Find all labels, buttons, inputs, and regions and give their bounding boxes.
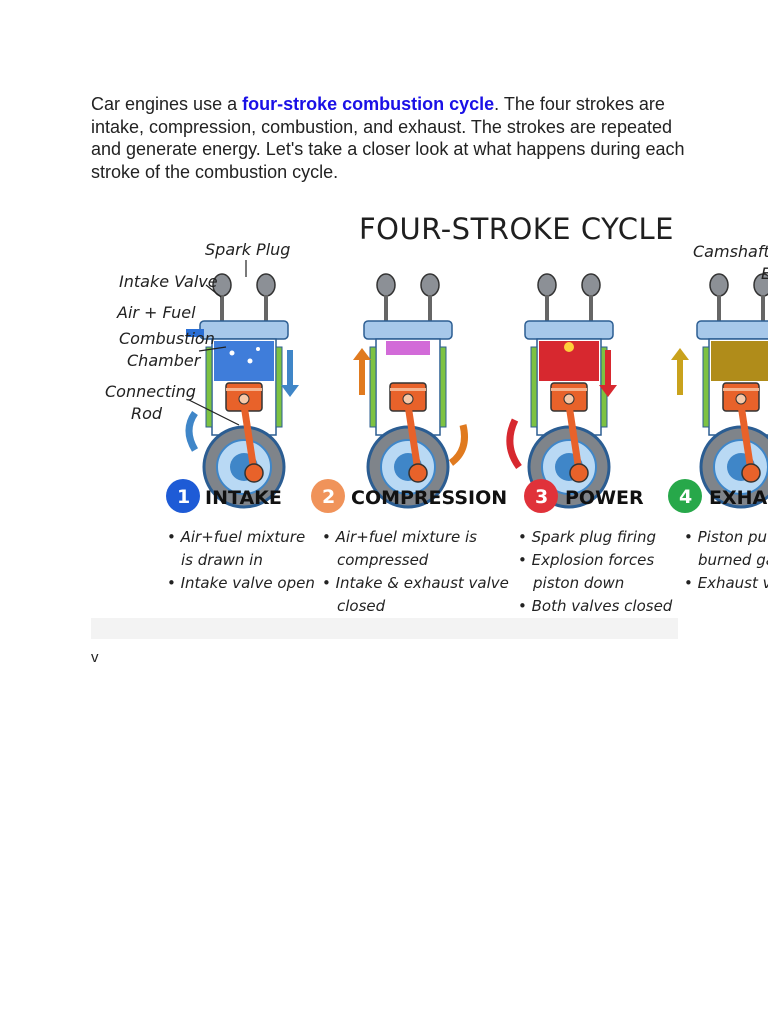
svg-text:• Spark plug firing: • Spark plug firing: [518, 528, 656, 546]
rotation-arrow-icon: [506, 418, 522, 470]
compression-bullets: • Air+fuel mixture is compressed • Intak…: [322, 528, 509, 615]
label-camshaft: Camshaft: [693, 242, 768, 261]
intake-engine: [186, 274, 288, 507]
svg-text:compressed: compressed: [337, 551, 429, 569]
stray-text: v: [91, 649, 99, 666]
up-arrow-icon: [353, 348, 371, 395]
label-connecting-line2: Rod: [131, 404, 163, 423]
label-connecting-line1: Connecting: [105, 382, 196, 401]
svg-text:2: 2: [322, 486, 335, 508]
svg-text:3: 3: [535, 486, 548, 508]
svg-text:• Piston pu: • Piston pu: [684, 528, 767, 546]
svg-text:piston down: piston down: [532, 574, 624, 592]
intake-bullets: • Air+fuel mixture is drawn in • Intake …: [167, 528, 315, 592]
label-combustion-line1: Combustion: [119, 329, 215, 348]
svg-text:POWER: POWER: [565, 487, 644, 509]
svg-text:• Explosion forces: • Explosion forces: [518, 551, 654, 569]
svg-text:INTAKE: INTAKE: [205, 487, 282, 509]
svg-text:burned ga: burned ga: [698, 551, 768, 569]
svg-text:closed: closed: [337, 597, 386, 615]
stroke-exhaust-heading: 4 EXHAU: [668, 479, 768, 513]
label-cut-e: E: [761, 264, 768, 283]
down-arrow-icon: [599, 350, 617, 397]
intro-paragraph: Car engines use a four-stroke combustion…: [91, 93, 691, 183]
diagram-title: FOUR-STROKE CYCLE: [359, 212, 674, 246]
intro-text-before: Car engines use a: [91, 94, 243, 114]
down-arrow-icon: [281, 350, 299, 397]
svg-text:is drawn in: is drawn in: [181, 551, 263, 569]
svg-text:• Air+fuel mixture is: • Air+fuel mixture is: [322, 528, 477, 546]
svg-text:• Air+fuel mixture: • Air+fuel mixture: [167, 528, 305, 546]
label-air-fuel: Air + Fuel: [116, 303, 196, 322]
rotation-arrow-icon: [185, 410, 199, 452]
image-caption-bar: [91, 618, 678, 639]
rotation-arrow-icon: [448, 424, 468, 466]
label-intake-valve: Intake Valve: [119, 272, 218, 291]
power-bullets: • Spark plug firing • Explosion forces p…: [518, 528, 673, 615]
exhaust-bullets: • Piston pu burned ga • Exhaust v: [684, 528, 768, 592]
four-stroke-cycle-diagram: FOUR-STROKE CYCLE Spark Plug Intake Valv…: [91, 205, 768, 625]
label-combustion-line2: Chamber: [127, 351, 202, 370]
stroke-intake-heading: 1 INTAKE: [166, 479, 282, 513]
svg-text:• Both valves closed: • Both valves closed: [518, 597, 673, 615]
compression-engine: [364, 274, 452, 507]
four-stroke-link[interactable]: four-stroke combustion cycle: [242, 94, 495, 114]
svg-text:• Intake valve open: • Intake valve open: [167, 574, 315, 592]
svg-text:• Exhaust v: • Exhaust v: [684, 574, 768, 592]
intro-text-after: . The four strokes are intake, compressi…: [91, 94, 685, 182]
up-arrow-icon: [671, 348, 689, 395]
label-spark-plug: Spark Plug: [205, 240, 290, 259]
stroke-compression-heading: 2 COMPRESSION: [311, 479, 507, 513]
svg-text:• Intake & exhaust valve: • Intake & exhaust valve: [322, 574, 509, 592]
svg-text:4: 4: [679, 486, 692, 508]
svg-text:EXHAU: EXHAU: [709, 487, 768, 509]
svg-text:1: 1: [177, 486, 190, 508]
exhaust-engine: [697, 274, 768, 507]
stroke-power-heading: 3 POWER: [524, 479, 644, 513]
svg-text:COMPRESSION: COMPRESSION: [351, 487, 507, 509]
power-engine: [525, 274, 613, 507]
